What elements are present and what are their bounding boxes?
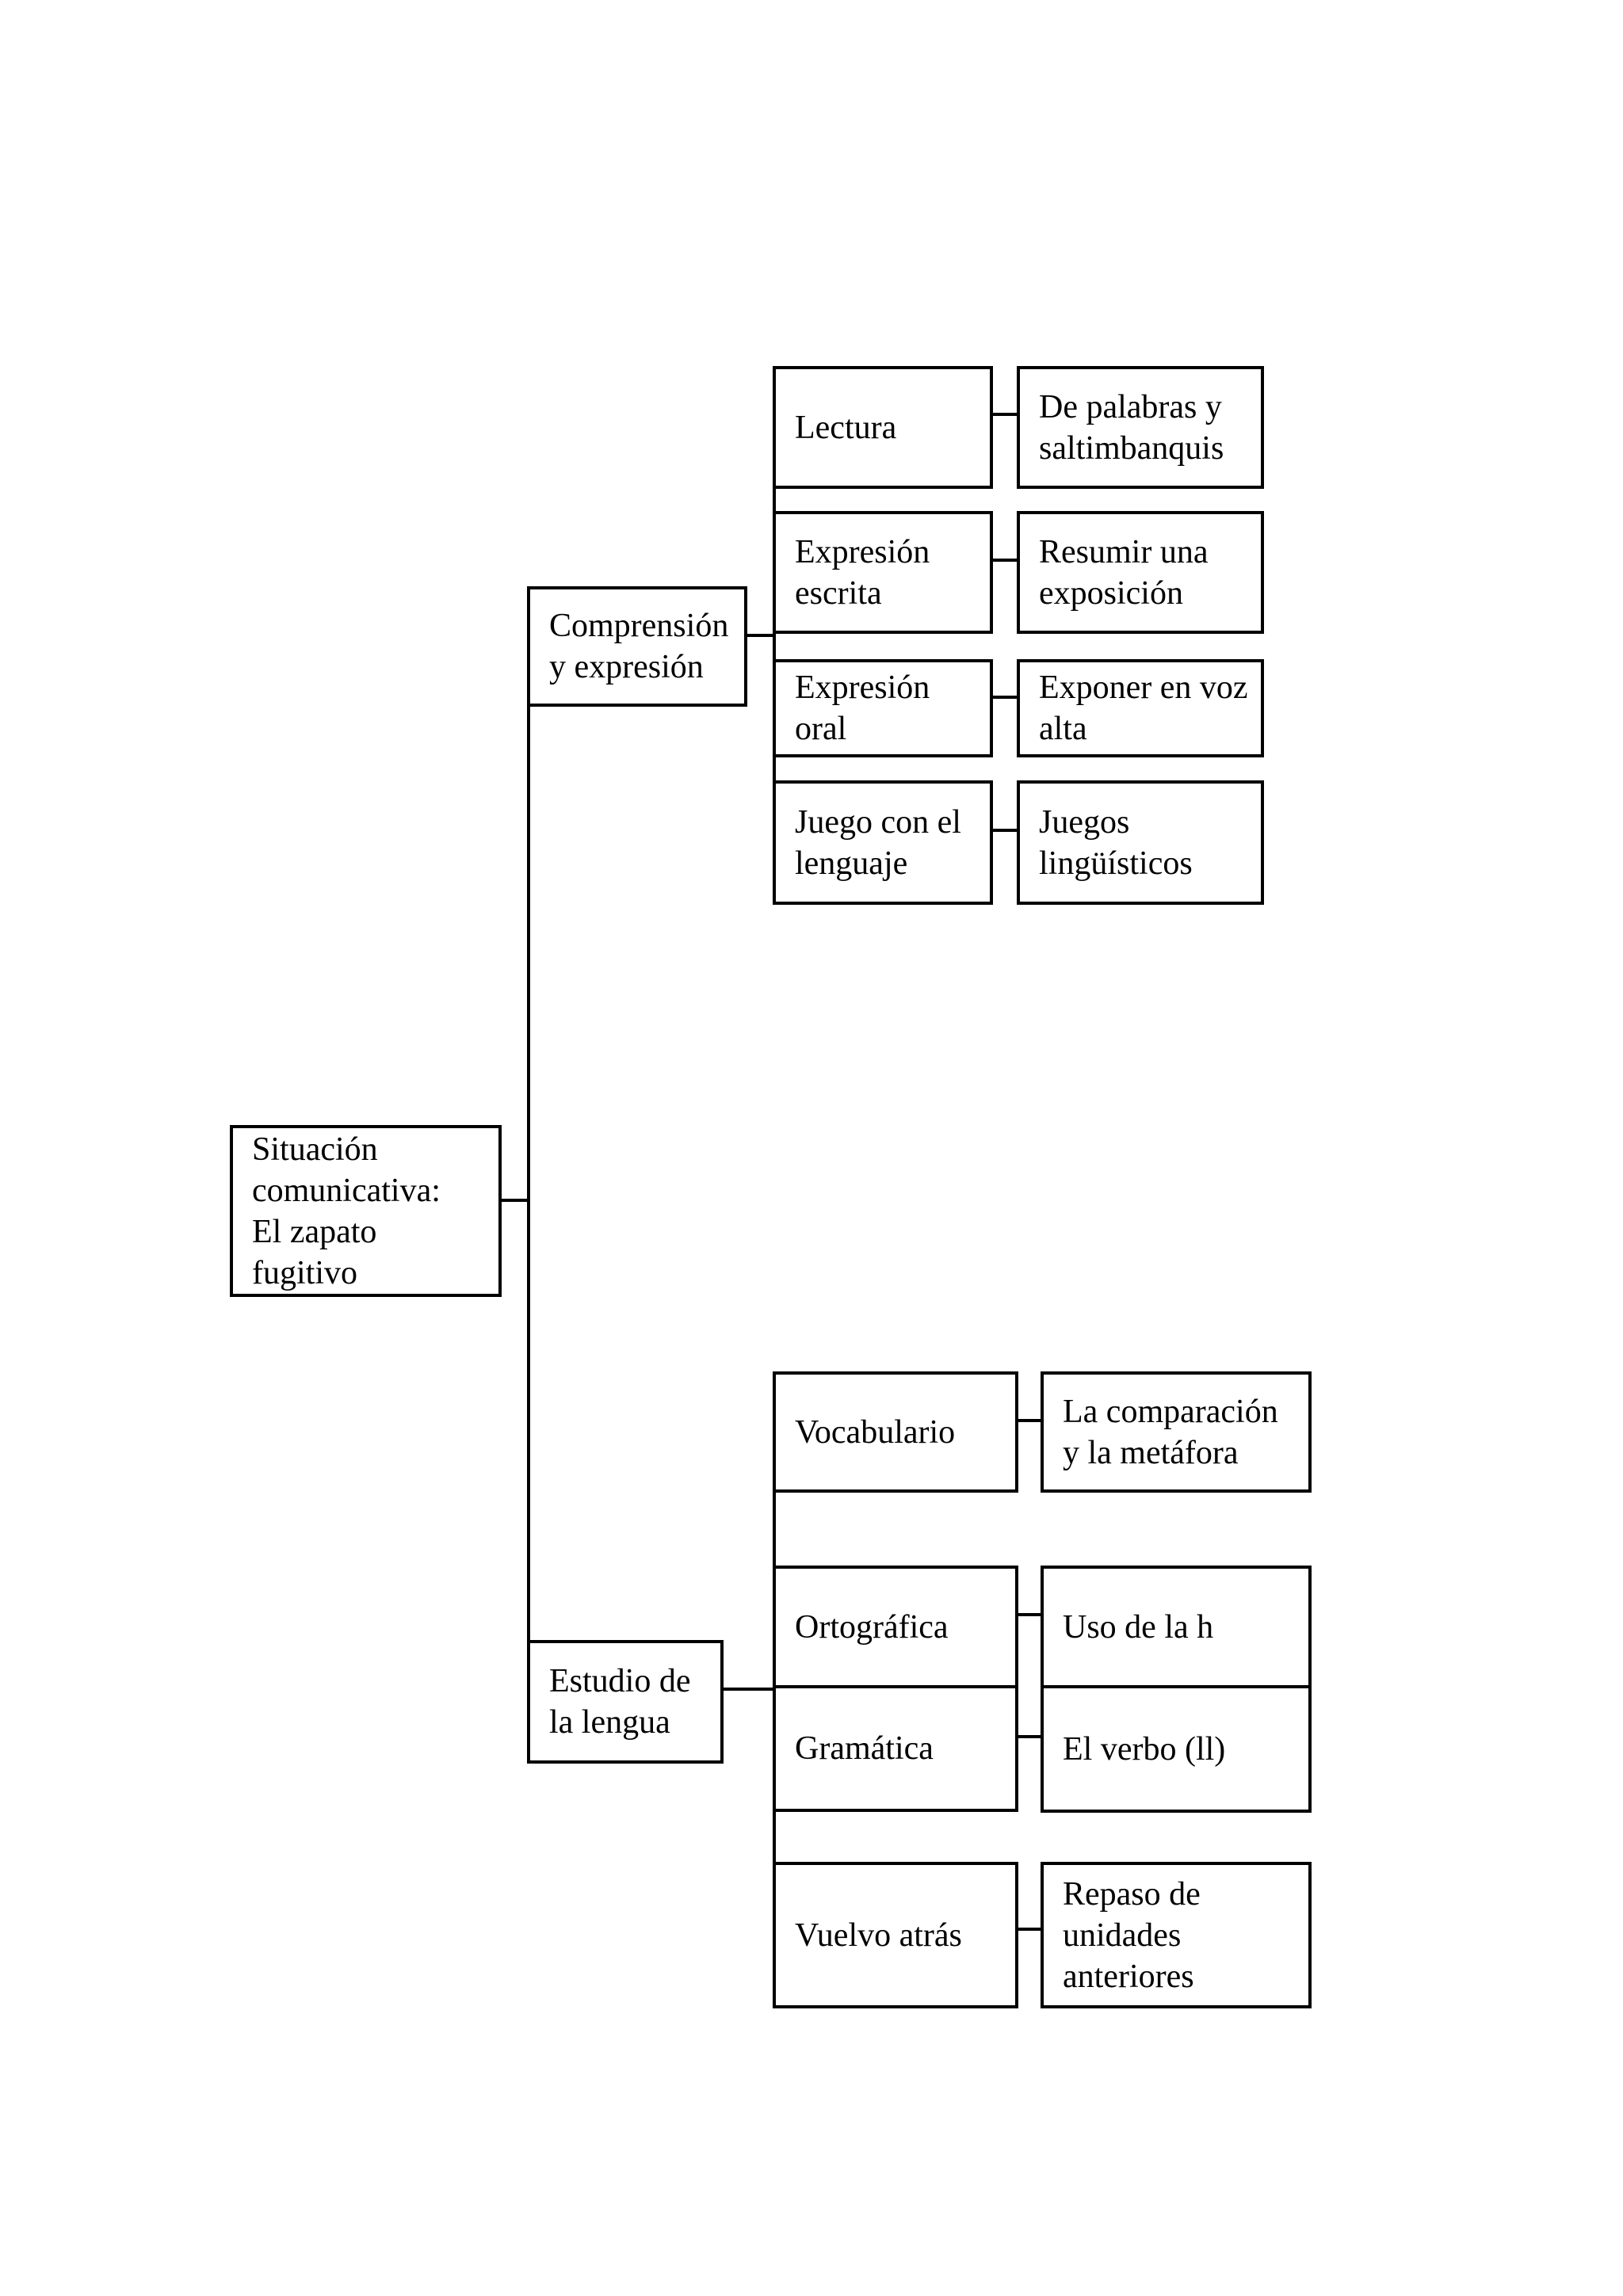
node-expresion-escrita: Expresión escrita — [773, 511, 993, 634]
connector-vuelvo-atras — [1017, 1928, 1044, 1931]
node-exponer-en-voz-alta: Exponer en voz alta — [1017, 659, 1264, 757]
node-ortografica: Ortográfica — [773, 1566, 1018, 1688]
connector-juego-lenguaje — [991, 829, 1020, 832]
node-vuelvo-atras: Vuelvo atrás — [773, 1862, 1018, 2008]
node-repaso-de-unidades-anteriores: Repaso de unidades anteriores — [1041, 1862, 1312, 2008]
connector-ortografica — [1017, 1613, 1044, 1616]
node-resumir-una-exposicion: Resumir una exposición — [1017, 511, 1264, 634]
node-vocabulario: Vocabulario — [773, 1371, 1018, 1493]
connector-gramatica — [1017, 1735, 1044, 1738]
node-gramatica: Gramática — [773, 1685, 1018, 1812]
trunk-root-branches — [527, 707, 530, 1640]
connector-vocabulario — [1017, 1419, 1044, 1422]
node-lectura: Lectura — [773, 366, 993, 489]
node-la-comparacion-y-la-metafora: La comparación y la metáfora — [1041, 1371, 1312, 1493]
connector-estudio — [720, 1688, 776, 1691]
node-juegos-linguisticos: Juegos lingüísticos — [1017, 780, 1264, 905]
node-situacion-comunicativa: Situación comunicativa: El zapato fugiti… — [230, 1125, 502, 1297]
connector-lectura — [991, 413, 1020, 416]
node-el-verbo-ll: El verbo (ll) — [1041, 1685, 1312, 1813]
connector-root — [502, 1199, 530, 1202]
node-uso-de-la-h: Uso de la h — [1041, 1566, 1312, 1688]
node-comprension-y-expresion: Comprensión y expresión — [527, 586, 747, 707]
connector-comprension — [744, 634, 776, 637]
node-de-palabras-y-saltimbanquis: De palabras y saltimbanquis — [1017, 366, 1264, 489]
connector-expresion-oral — [991, 696, 1020, 699]
node-estudio-de-la-lengua: Estudio de la lengua — [527, 1640, 724, 1764]
connector-expresion-escrita — [991, 559, 1020, 562]
node-expresion-oral: Expresión oral — [773, 659, 993, 757]
node-juego-con-el-lenguaje: Juego con el lenguaje — [773, 780, 993, 905]
